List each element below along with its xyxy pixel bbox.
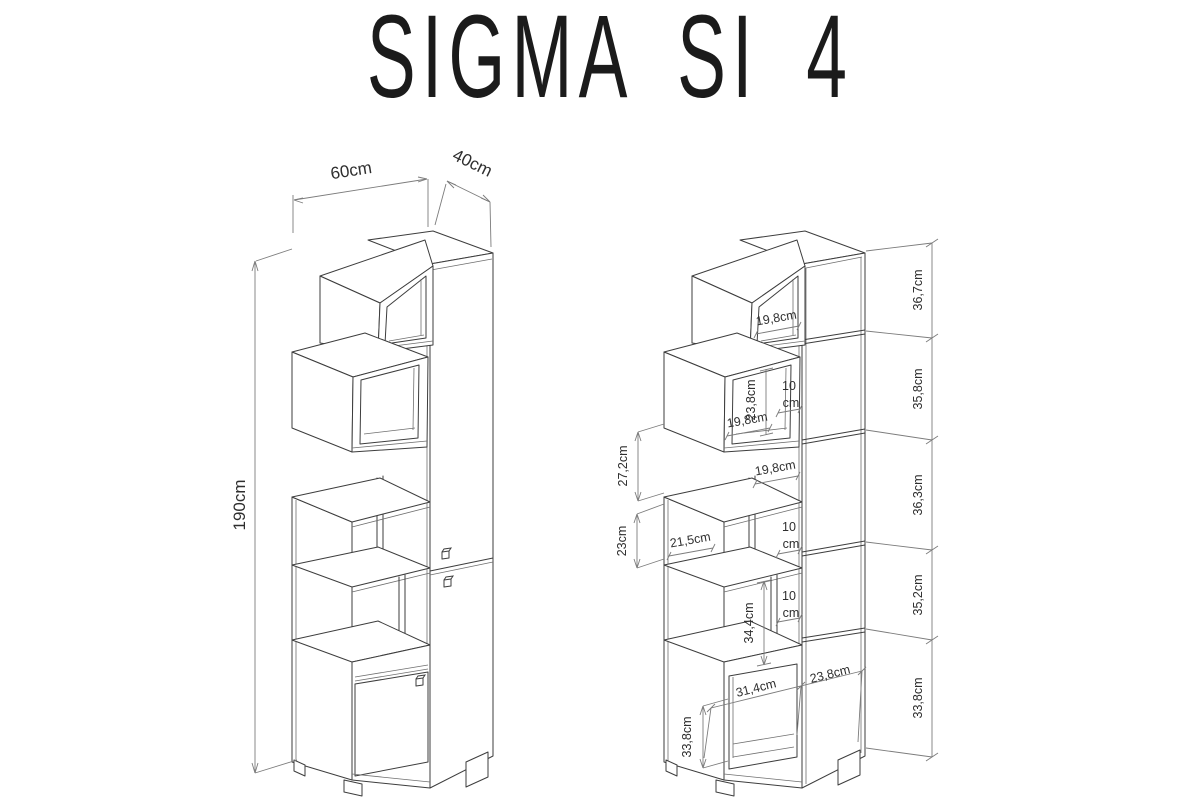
right-view: 36,7cm 35,8cm 36,3cm 35,2cm 33,8cm 27,2c… — [615, 230, 939, 797]
dim-section-5: 33,8cm — [911, 678, 925, 719]
dim-open-gap-height: 23cm — [615, 526, 629, 557]
r-foot-left — [665, 759, 678, 777]
door-knob-upper — [441, 547, 453, 560]
foot-left — [293, 759, 306, 777]
r-column-shelves — [801, 329, 866, 643]
shelf4-top-face — [291, 546, 431, 588]
left-view: 60cm 40cm 190cm — [230, 145, 496, 797]
left-view-furniture — [291, 230, 494, 797]
dim-slot1-width: 10 — [782, 379, 796, 393]
r-cabinet-opening — [728, 663, 798, 770]
dim-label-height: 190cm — [230, 479, 249, 530]
foot-middle — [343, 779, 363, 797]
dim-box3-opening-width: 19,8cm — [754, 458, 797, 479]
dim-label-depth: 40cm — [450, 145, 496, 180]
r-foot-middle — [715, 779, 735, 797]
cabinet-door — [354, 671, 429, 777]
dim-section-3: 36,3cm — [911, 475, 925, 516]
dim-box2-gap-height: 27,2cm — [616, 446, 630, 487]
dim-box2-interior-height: 23,8cm — [744, 380, 758, 421]
door-split-line — [429, 557, 494, 572]
shelf3-top-face — [291, 477, 431, 523]
page-title: SIGMA SI 4 — [367, 0, 853, 122]
box2-opening — [359, 364, 420, 445]
r-box2-opening — [731, 364, 792, 445]
title-text: SIGMA SI 4 — [367, 0, 853, 122]
dim-section-1: 36,7cm — [911, 270, 925, 311]
dim-slot1-unit: cm — [783, 396, 800, 410]
column-foot — [465, 751, 489, 788]
dim-slot3-unit: cm — [783, 606, 800, 620]
r-shelf4-top-face — [663, 546, 803, 588]
column-front-face — [429, 252, 494, 789]
r-column-front-face — [801, 252, 866, 789]
r-shelf3-top-face — [663, 477, 803, 523]
box1-opening — [384, 275, 427, 345]
dim-label-width: 60cm — [329, 158, 373, 183]
door-knob-lower — [443, 575, 455, 588]
right-view-furniture — [663, 230, 866, 797]
dim-section-4: 35,2cm — [911, 575, 925, 616]
dim-slot3-width: 10 — [782, 589, 796, 603]
dim-slot2-width: 10 — [782, 520, 796, 534]
dim-section-2: 35,8cm — [911, 369, 925, 410]
dim-pillar-height: 34,4cm — [742, 603, 756, 644]
dim-slot2-unit: cm — [783, 537, 800, 551]
r-column-foot — [837, 749, 861, 786]
cabinet-door-knob — [415, 674, 427, 687]
dim-bottom-height-left: 33,8cm — [680, 717, 694, 758]
